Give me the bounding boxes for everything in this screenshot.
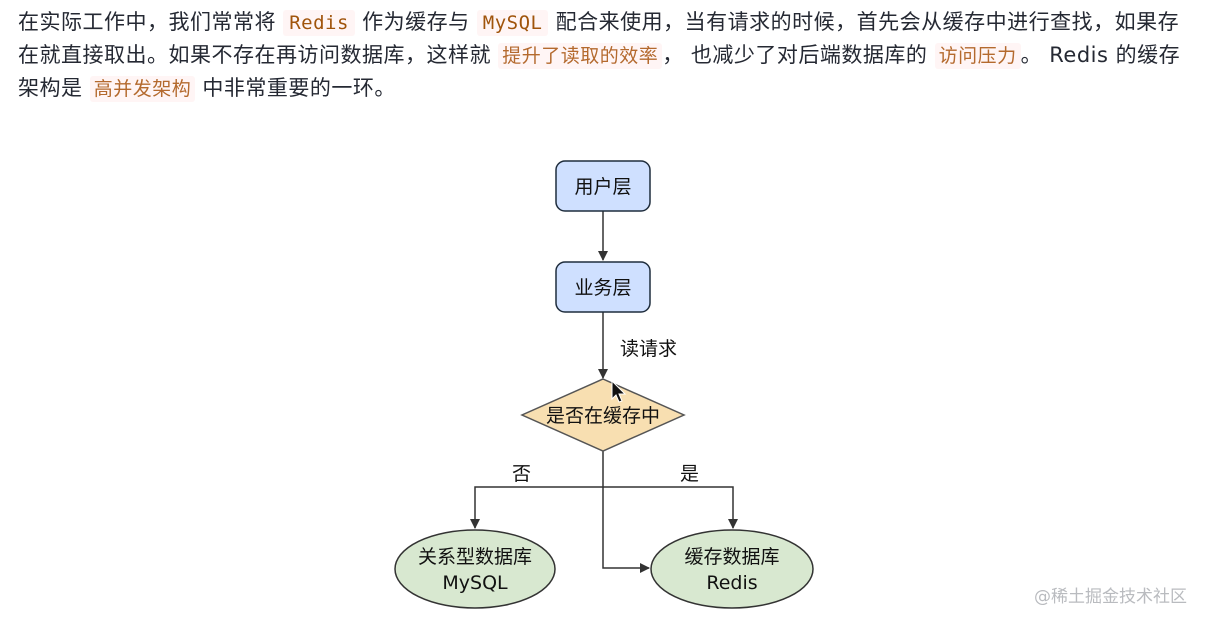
node-mysql-label-line1: 关系型数据库 [418, 546, 532, 568]
text-segment: 在实际工作中，我们常常将 [18, 10, 284, 34]
inline-code-redis: Redis [283, 10, 355, 36]
node-redis-label-line1: 缓存数据库 [684, 546, 779, 568]
edge-decision-to-mysql [470, 450, 604, 529]
text-segment: ， 也减少了对后端数据库的 [662, 43, 935, 67]
edge-label-read-request: 读请求 [620, 338, 677, 360]
node-mysql-label-line2: MySQL [442, 572, 508, 594]
text-segment: 作为缓存与 [354, 10, 477, 34]
edge-label-no: 否 [512, 463, 531, 485]
node-decision-label: 是否在缓存中 [546, 405, 660, 427]
node-redis-label-line2: Redis [706, 572, 757, 594]
inline-code-mysql: MySQL [476, 10, 549, 36]
node-redis [650, 529, 814, 609]
watermark: @稀土掘金技术社区 [1034, 587, 1187, 607]
node-business-layer [555, 261, 651, 313]
highlight-pressure: 访问压力 [934, 43, 1021, 69]
node-decision-in-cache [520, 378, 686, 452]
text-segment: 。 Redis 的缓存架构是 [18, 43, 1181, 100]
article-paragraph: 在实际工作中，我们常常将 Redis 作为缓存与 MySQL 配合来使用，当有请… [18, 6, 1193, 105]
text-segment: 配合来使用，当有请求的时候，首先会从缓存中进行查找，如果存在就直接取出。如果不存… [18, 10, 1180, 67]
node-user-layer [555, 160, 651, 212]
node-user-layer-label: 用户层 [574, 176, 631, 198]
text-segment: 中非常重要的一环。 [195, 76, 396, 100]
edge-mysql-to-redis [602, 487, 650, 573]
node-mysql [394, 529, 556, 609]
edge-label-yes: 是 [680, 463, 699, 485]
highlight-efficiency: 提升了读取的效率 [498, 43, 663, 69]
edge-decision-to-redis [603, 486, 738, 529]
highlight-high-concurrency: 高并发架构 [89, 76, 196, 102]
mouse-cursor-icon [611, 379, 627, 403]
node-business-layer-label: 业务层 [574, 277, 631, 299]
